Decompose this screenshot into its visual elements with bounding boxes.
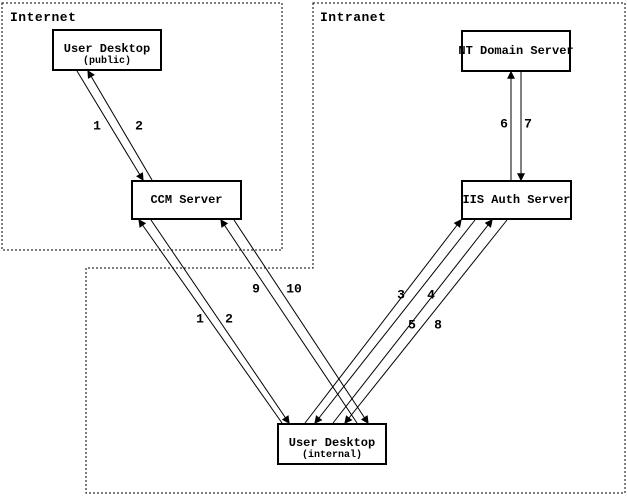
arrow-label-2: 2 [225,311,233,327]
arrow-label-9: 9 [252,281,260,297]
node-user-desktop-internal-subtitle: (internal) [301,449,362,461]
arrow-5-user-desktop-internal-to-iis-auth-server [332,219,493,424]
node-nt-domain-server: NT Domain Server [458,30,574,72]
arrow-label-10: 10 [286,281,302,297]
arrow-label-8: 8 [434,317,442,333]
zone-intranet-label: Intranet [320,10,387,25]
arrow-3-user-desktop-internal-to-iis-auth-server [304,219,462,424]
arrow-2-ccm-server-to-user-desktop-public [87,69,153,181]
arrow-8-iis-auth-server-to-user-desktop-internal [344,219,508,424]
arrow-1-user-desktop-internal-to-ccm-server [138,219,283,424]
arrow-9-user-desktop-internal-to-ccm-server [220,219,358,424]
arrow-label-1: 1 [196,311,204,327]
arrow-4-iis-auth-server-to-user-desktop-internal [314,219,476,424]
arrow-label-4: 4 [427,287,435,303]
node-user-desktop-public-title: User Desktop [63,41,151,56]
arrow-1-user-desktop-public-to-ccm-server [76,70,144,182]
node-iis-auth-server-title: IIS Auth Server [462,192,571,207]
arrow-label-3: 3 [397,287,405,303]
zone-internet-label: Internet [10,10,77,25]
node-user-desktop-public-subtitle: (public) [82,55,131,67]
zone-intranet-outline [85,2,626,494]
node-iis-auth-server: IIS Auth Server [461,180,572,220]
arrow-label-7: 7 [524,116,532,132]
arrow-label-2: 2 [135,118,143,134]
node-nt-domain-server-title: NT Domain Server [458,43,574,58]
node-ccm-server: CCM Server [131,180,242,220]
arrow-10-ccm-server-to-user-desktop-internal [233,219,369,425]
zone-internet-outline [1,2,283,251]
arrow-2-ccm-server-to-user-desktop-internal [150,219,290,424]
node-user-desktop-internal: User Desktop(internal) [277,423,387,465]
arrow-label-6: 6 [500,116,508,132]
arrow-label-1: 1 [93,118,101,134]
node-user-desktop-internal-title: User Desktop [288,435,376,450]
node-ccm-server-title: CCM Server [150,192,223,207]
arrow-label-5: 5 [408,317,416,333]
node-user-desktop-public: User Desktop(public) [52,29,162,71]
